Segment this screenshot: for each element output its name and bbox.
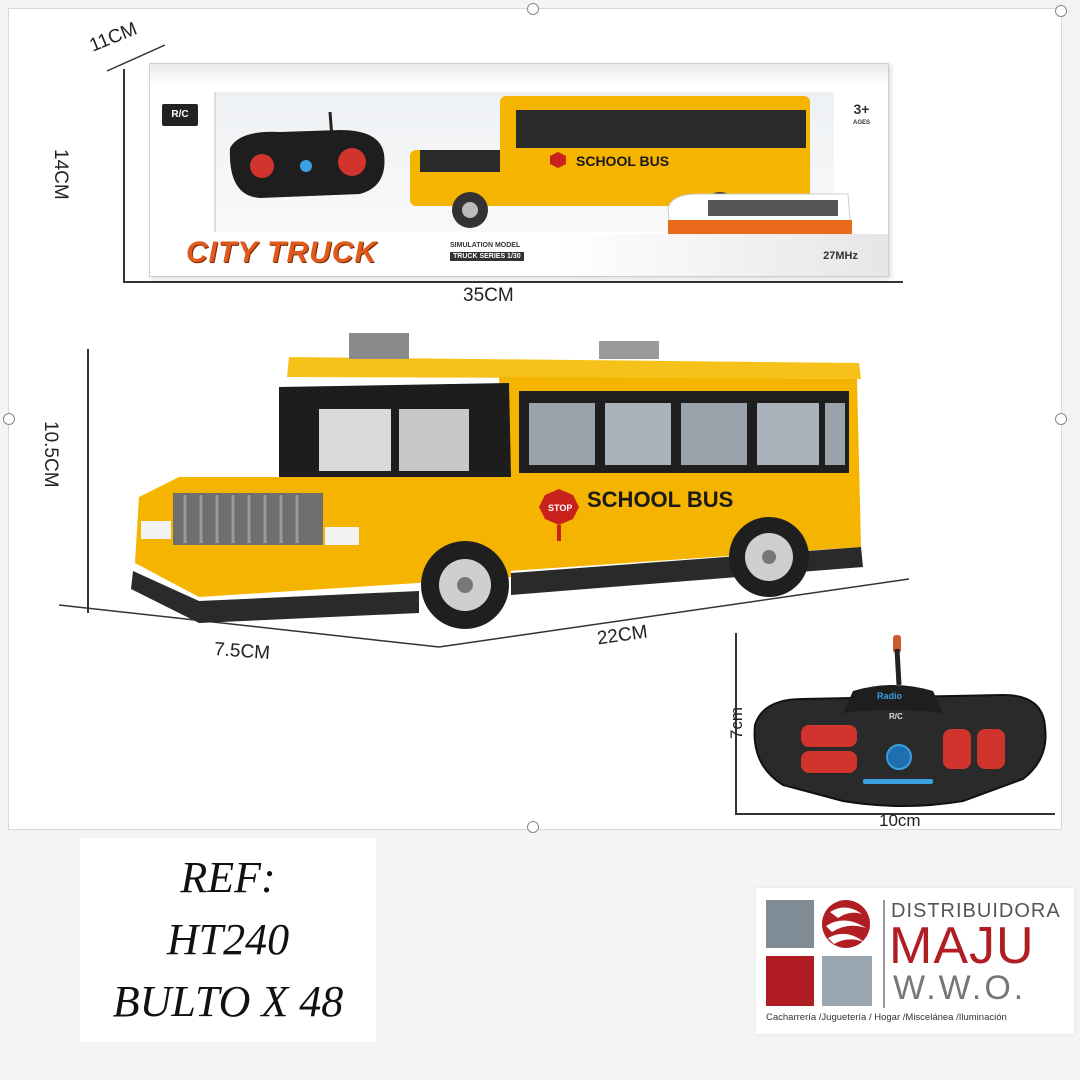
box-top-flap — [150, 64, 888, 86]
dim-remote-width: 10cm — [879, 811, 921, 830]
dim-bus-width: 7.5CM — [213, 639, 271, 664]
school-bus-image: STOP SCHOOL BUS — [131, 333, 863, 629]
marker-bottom-center — [527, 821, 539, 833]
box-frequency: 27MHz — [823, 250, 858, 262]
box-remote-image — [229, 111, 385, 198]
dim-bus-height-line — [87, 349, 89, 613]
product-sheet: 11CM 14CM 35CM SCHOOL BUS — [3, 3, 1067, 833]
box-title: CITY TRUCK — [186, 236, 378, 269]
marker-top-center — [527, 3, 539, 15]
reference-card: REF: HT240 BULTO X 48 — [80, 838, 376, 1042]
box-age-label: AGES — [852, 120, 870, 126]
logo-brand-name: MAJU — [889, 917, 1035, 975]
dim-box-length: 35CM — [463, 285, 514, 306]
distributor-logo: DISTRIBUIDORA MAJU W.W.O. Cacharrería /J… — [756, 888, 1074, 1034]
dim-box-height-line — [123, 69, 125, 281]
remote-control-image: Radio R/C — [753, 635, 1047, 807]
box-age-badge: 3+ AGES — [853, 102, 870, 130]
logo-mark-icon — [766, 900, 872, 1006]
logo-tagline: Cacharrería /Juguetería / Hogar /Miscelá… — [766, 1012, 1007, 1023]
dim-remote-height-line — [735, 633, 737, 813]
marker-top-right — [1055, 5, 1067, 17]
remote-brand: Radio — [877, 691, 903, 701]
ref-package-quantity: BULTO X 48 — [112, 977, 344, 1026]
dim-remote-width-line — [735, 813, 1055, 815]
bus-stop-sign-text: STOP — [548, 503, 572, 513]
remote-rc-badge: R/C — [889, 712, 903, 721]
box-age-value: 3+ — [853, 101, 870, 117]
marker-mid-right — [1055, 413, 1067, 425]
ref-code: HT240 — [166, 915, 290, 964]
marker-mid-left — [3, 413, 15, 425]
bus-side-text: SCHOOL BUS — [587, 487, 733, 512]
dim-box-length-line — [123, 281, 903, 283]
box-subtitle-2: TRUCK SERIES 1/30 — [450, 252, 524, 261]
box-bus-side-text: SCHOOL BUS — [576, 153, 669, 169]
box-bus-image: SCHOOL BUS — [410, 96, 810, 228]
dim-bus-height: 10.5CM — [40, 421, 61, 488]
logo-separator — [883, 900, 885, 1008]
ref-label: REF: — [180, 853, 276, 902]
logo-distributor-text: DISTRIBUIDORA — [891, 900, 1061, 922]
product-box: SCHOOL BUS R/C 3+ AGES CITY TRUCK SIMULA… — [149, 63, 889, 277]
dim-box-depth-line — [106, 44, 166, 72]
dim-bus-base-lines — [59, 578, 910, 648]
logo-brand-suffix: W.W.O. — [893, 969, 1027, 1007]
box-rc-badge: R/C — [162, 104, 198, 126]
dim-box-height: 14CM — [50, 149, 71, 200]
box-subtitle-1: SIMULATION MODEL — [450, 242, 521, 249]
